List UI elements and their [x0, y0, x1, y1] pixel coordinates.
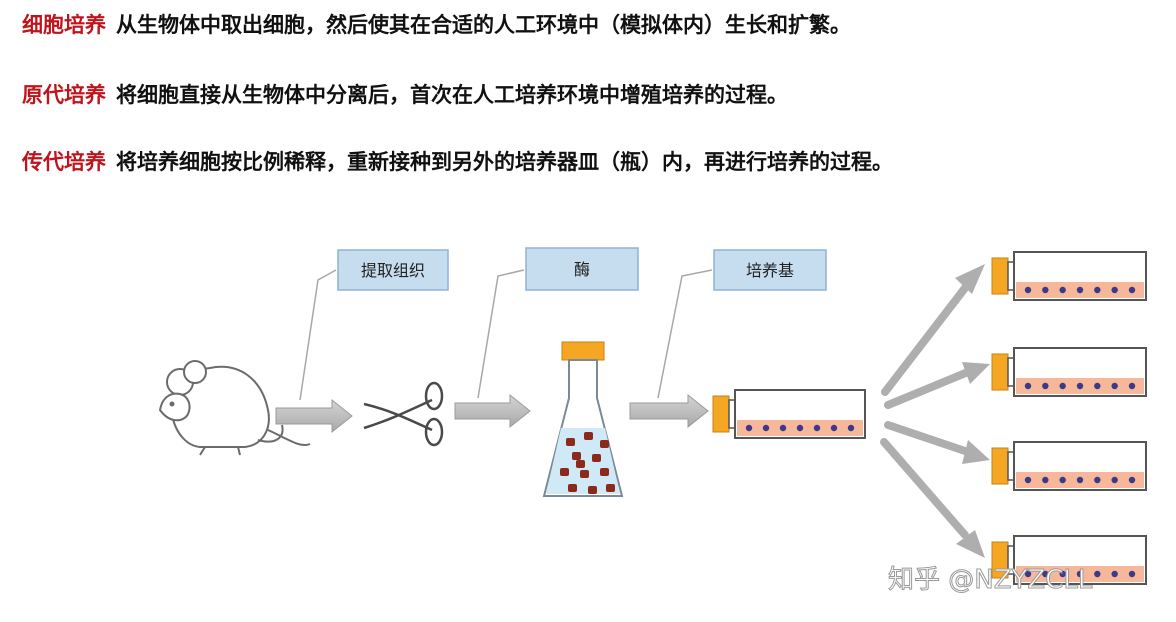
process-arrow [454, 393, 531, 429]
cell-dot [1024, 382, 1032, 390]
label-extract-tissue: 提取组织 [337, 249, 449, 291]
cell-dot [592, 454, 601, 462]
cell-dot [560, 468, 569, 476]
cell-dot [1042, 476, 1049, 484]
flask-cap [991, 447, 1009, 485]
cell-dot [847, 424, 855, 432]
flask-cells [560, 432, 615, 494]
culture-flask-icon [991, 441, 1147, 491]
cell-dot [1128, 476, 1136, 484]
culture-flask-icon [712, 389, 866, 439]
flask-cap [712, 395, 730, 433]
cell-dot [796, 424, 804, 432]
flask-cap [991, 257, 1009, 295]
svg-text:培养基: 培养基 [746, 261, 794, 280]
term-description: 将培养细胞按比例稀释，重新接种到另外的培养器皿（瓶）内，再进行培养的过程。 [116, 150, 893, 174]
label-connectors [299, 269, 713, 401]
definition-subculture: 传代培养将培养细胞按比例稀释，重新接种到另外的培养器皿（瓶）内，再进行培养的过程… [22, 147, 893, 177]
svg-text:提取组织: 提取组织 [361, 261, 425, 280]
cell-dot [1128, 286, 1136, 294]
cell-dot [1111, 570, 1118, 578]
cell-dot [1042, 286, 1049, 294]
label-enzyme: 酶 [525, 247, 639, 291]
culture-flask-icon [991, 347, 1147, 397]
cell-dot [600, 468, 609, 476]
cell-dot [1076, 476, 1084, 484]
mouse-icon [158, 360, 311, 456]
cell-dot [1076, 382, 1084, 390]
cell-dot [1024, 476, 1032, 484]
cell-dot [1076, 570, 1084, 578]
term-label: 细胞培养 [22, 13, 106, 37]
cell-dot [580, 470, 589, 478]
cell-dot [1094, 570, 1101, 578]
cell-dot [1128, 382, 1136, 390]
cell-dot [830, 424, 838, 432]
label-medium: 培养基 [713, 249, 827, 291]
culture-flask-icon [991, 535, 1147, 585]
cell-dot [745, 424, 753, 432]
cell-dot [606, 484, 615, 492]
cell-dot [1111, 476, 1118, 484]
flask-cap [991, 353, 1009, 391]
scissors-icon [363, 381, 444, 447]
svg-text:酶: 酶 [574, 260, 590, 279]
process-arrow [275, 398, 353, 434]
term-label: 传代培养 [22, 150, 106, 174]
definition-cell-culture: 细胞培养从生物体中取出细胞，然后使其在合适的人工环境中（模拟体内）生长和扩繁。 [22, 10, 851, 40]
process-arrow [629, 393, 709, 429]
definition-primary-culture: 原代培养将细胞直接从生物体中分离后，首次在人工培养环境中增殖培养的过程。 [22, 80, 788, 110]
term-description: 从生物体中取出细胞，然后使其在合适的人工环境中（模拟体内）生长和扩繁。 [116, 13, 851, 37]
cell-dot [1094, 286, 1101, 294]
branch-arrowheads [955, 264, 990, 558]
watermark: 知乎 @NZYZCLL [888, 565, 1093, 595]
cell-dot [779, 424, 787, 432]
term-label: 原代培养 [22, 83, 106, 107]
cell-dot [1042, 382, 1049, 390]
cell-dot [1128, 570, 1136, 578]
cell-dot [572, 452, 581, 460]
cell-dot [762, 424, 770, 432]
cell-dot [1024, 286, 1032, 294]
cell-dot [568, 484, 577, 492]
cell-dot [1059, 286, 1066, 294]
cell-dot [576, 460, 585, 468]
cell-dot [566, 438, 575, 446]
cell-dot [1076, 286, 1084, 294]
branch-arrows [880, 284, 972, 539]
passage-flasks [991, 251, 1147, 585]
cell-dot [1111, 286, 1118, 294]
cell-dot [1059, 570, 1066, 578]
cell-dot [1094, 476, 1101, 484]
culture-flask-icon [991, 251, 1147, 301]
cell-dot [1059, 382, 1066, 390]
cell-dot [1024, 570, 1032, 578]
cell-dot [600, 440, 609, 448]
cell-dot [1094, 382, 1101, 390]
cell-dot [1111, 382, 1118, 390]
cell-dot [1042, 570, 1049, 578]
cell-dot [813, 424, 821, 432]
cell-dot [588, 486, 597, 494]
cell-dot [1059, 476, 1066, 484]
cell-dot [584, 432, 593, 440]
term-description: 将细胞直接从生物体中分离后，首次在人工培养环境中增殖培养的过程。 [116, 83, 788, 107]
